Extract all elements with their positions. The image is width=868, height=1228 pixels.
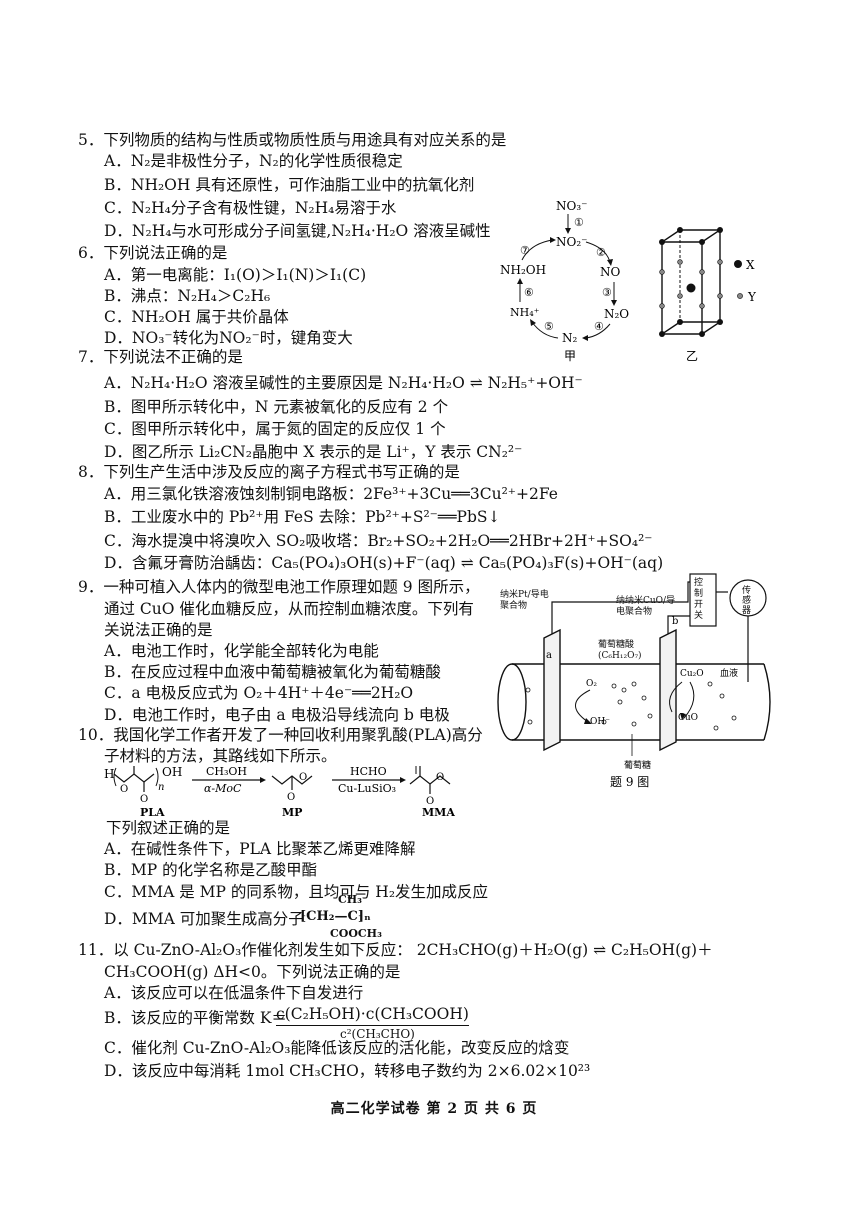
- label-cu2o: Cu₂O: [680, 669, 704, 679]
- q6-option-c: C．NH₂OH 属于共价晶体: [104, 308, 289, 326]
- step-1: ①: [574, 216, 584, 229]
- q11-stem-line2: CH₃COOH(g) ΔH<0。下列说法正确的是: [104, 963, 401, 981]
- reagent-hcho: HCHO: [350, 765, 387, 778]
- node-no3: NO₃⁻: [556, 199, 587, 213]
- polymer-ch3: CH₃: [338, 893, 362, 906]
- q9-option-b: B．在反应过程中血液中葡萄糖被氧化为葡萄糖酸: [104, 663, 441, 681]
- q10-option-d: D．MMA 可加聚生成高分子: [104, 910, 304, 928]
- crystal-cell-figure: X Y 乙: [659, 227, 757, 363]
- step-5: ⑤: [544, 320, 554, 333]
- q9-option-a: A．电池工作时，化学能全部转化为电能: [104, 642, 379, 660]
- node-n2o: N₂O: [604, 307, 629, 321]
- polymer-backbone: ⁅CH₂—C⁆ₙ: [300, 909, 371, 924]
- pla-n-label: n: [158, 782, 164, 793]
- q7-stem: 7．下列说法不正确的是: [78, 348, 243, 366]
- node-nh4: NH₄⁺: [510, 306, 540, 319]
- q11-option-b-numerator: c(C₂H₅OH)·c(CH₃COOH): [276, 1004, 469, 1026]
- q10-option-a: A．在碱性条件下，PLA 比聚苯乙烯更难降解: [104, 840, 416, 858]
- q6-stem: 6．下列说法正确的是: [78, 244, 228, 262]
- label-control-switch: 控制开关: [694, 578, 704, 621]
- q9-stem-line1: 9．一种可植入人体内的微型电池工作原理如题 9 图所示，: [78, 578, 480, 596]
- q8-option-c: C．海水提溴中将溴吹入 SO₂吸收塔：Br₂+SO₂+2H₂O══2HBr+2H…: [104, 532, 653, 550]
- q7-option-b: B．图甲所示转化中，N 元素被氧化的反应有 2 个: [104, 398, 449, 416]
- q11-option-a: A．该反应可以在低温条件下自发进行: [104, 984, 364, 1002]
- q7-option-a: A．N₂H₄·H₂O 溶液呈碱性的主要原因是 N₂H₄·H₂O ⇌ N₂H₅⁺+…: [104, 374, 583, 392]
- q5-option-a: A．N₂是非极性分子，N₂的化学性质很稳定: [104, 152, 403, 170]
- q11-option-b-prefix: B．该反应的平衡常数 K＝: [104, 1009, 287, 1027]
- label-gluconic-acid: 葡萄糖酸(C₆H₁₂O₇): [598, 640, 642, 661]
- step-3: ③: [602, 286, 612, 299]
- q6-option-d: D．NO₃⁻转化为NO₂⁻时，键角变大: [104, 329, 353, 347]
- q11-option-b-denominator: c²(CH₃CHO): [340, 1027, 415, 1041]
- pla-label: PLA: [140, 806, 165, 819]
- label-blood: 血液: [720, 667, 738, 679]
- node-n2: N₂: [562, 331, 578, 345]
- nitrogen-cycle-figure: NO₃⁻ ① NO₂⁻ NO N₂O N₂ NH₄⁺ NH₂OH ② ③ ④ ⑤…: [500, 199, 629, 363]
- q9-option-d: D．电池工作时，电子由 a 电极沿导线流向 b 电极: [104, 706, 450, 724]
- label-a: a: [546, 650, 552, 661]
- figure-yi-caption: 乙: [686, 349, 698, 363]
- legend-y: Y: [747, 290, 757, 304]
- mma-label: MMA: [422, 806, 455, 819]
- mp-o-label: O: [287, 792, 295, 803]
- q10-option-b: B．MP 的化学名称是乙酸甲酯: [104, 861, 318, 879]
- pla-o2-label: O: [140, 794, 148, 805]
- q7-option-d: D．图乙所示 Li₂CN₂晶胞中 X 表示的是 Li⁺，Y 表示 CN₂²⁻: [104, 443, 523, 461]
- step-4: ④: [594, 320, 604, 333]
- mp-label: MP: [282, 806, 302, 819]
- q7-option-c: C．图甲所示转化中，属于氮的固定的反应仅 1 个: [104, 420, 446, 438]
- polymer-cooch3: COOCH₃: [330, 927, 382, 940]
- catalyst-cu-lusio3: Cu-LuSiO₃: [338, 782, 396, 795]
- mma-o2-label: O: [436, 772, 444, 783]
- q5-option-d: D．N₂H₄与水可形成分子间氢键,N₂H₄·H₂O 溶液呈碱性: [104, 222, 491, 240]
- q6-option-a: A．第一电离能：I₁(O)＞I₁(N)＞I₁(C): [104, 266, 367, 284]
- label-cuo: CuO: [678, 713, 698, 723]
- label-sensor: 传感器: [742, 586, 752, 616]
- q5-option-c: C．N₂H₄分子含有极性键，N₂H₄易溶于水: [104, 199, 397, 217]
- step-6: ⑥: [524, 286, 534, 299]
- q8-stem: 8．下列生产生活中涉及反应的离子方程式书写正确的是: [78, 463, 460, 481]
- label-b: b: [672, 616, 678, 627]
- figure-jia-caption: 甲: [564, 349, 576, 363]
- pla-o-label: O: [120, 784, 128, 795]
- q8-option-d: D．含氟牙膏防治龋齿：Ca₅(PO₄)₃OH(s)+F⁻(aq) ⇌ Ca₅(P…: [104, 554, 664, 572]
- q11-stem-line1: 11．以 Cu-ZnO-Al₂O₃作催化剂发生如下反应： 2CH₃CHO(g)＋…: [78, 941, 713, 959]
- catalyst-moc: α-MoC: [204, 782, 242, 795]
- label-o2: O₂: [586, 679, 597, 689]
- q8-option-b: B．工业废水中的 Pb²⁺用 FeS 去除：Pb²⁺+S²⁻══PbS↓: [104, 508, 501, 526]
- label-glucose: 葡萄糖: [624, 759, 651, 771]
- pla-oh-label: OH: [162, 765, 182, 779]
- step-2: ②: [596, 246, 606, 259]
- q10-stem-line1: 10．我国化学工作者开发了一种回收利用聚乳酸(PLA)高分: [78, 726, 483, 744]
- node-no: NO: [600, 265, 621, 279]
- pla-recycling-route: H O O n OH PLA CH₃OH α-MoC O O MP HCHO C…: [104, 765, 455, 819]
- mp-o2-label: O: [299, 772, 307, 783]
- label-oh: OH⁻: [590, 717, 610, 727]
- page-footer: 高二化学试卷 第 2 页 共 6 页: [330, 1101, 538, 1117]
- q6-option-b: B．沸点：N₂H₄＞C₂H₆: [104, 287, 271, 305]
- node-no2: NO₂⁻: [556, 235, 587, 249]
- q8-option-a: A．用三氯化铁溶液蚀刻制铜电路板：2Fe³⁺+3Cu══3Cu²⁺+2Fe: [104, 485, 558, 503]
- implanted-battery-figure: a b O₂ OH⁻ Cu₂O CuO 葡萄糖 血液 题 9 图: [497, 573, 771, 789]
- pla-h-label: H: [104, 767, 114, 781]
- q10-stem-line3: 下列叙述正确的是: [106, 819, 231, 837]
- q5-stem: 5．下列物质的结构与性质或物质性质与用途具有对应关系的是: [78, 131, 507, 149]
- q10-stem-line2: 子材料的方法，其路线如下所示。: [104, 747, 337, 765]
- label-a-electrode: 纳米Pt/导电聚合物: [500, 590, 549, 611]
- q9-stem-line2: 通过 CuO 催化血糖反应，从而控制血糖浓度。下列有: [104, 600, 474, 618]
- label-b-electrode: 纳纳米CuO/导电聚合物: [616, 596, 676, 617]
- reagent-ch3oh: CH₃OH: [206, 765, 247, 778]
- q11-option-c: C．催化剂 Cu-ZnO-Al₂O₃能降低该反应的活化能，改变反应的焓变: [104, 1039, 570, 1057]
- step-7: ⑦: [520, 244, 530, 257]
- mma-o-label: O: [426, 796, 434, 807]
- q10-option-c: C．MMA 是 MP 的同系物，且均可与 H₂发生加成反应: [104, 883, 489, 901]
- q5-option-b: B．NH₂OH 具有还原性，可作油脂工业中的抗氧化剂: [104, 176, 475, 194]
- q11-option-d: D．该反应中每消耗 1mol CH₃CHO，转移电子数约为 2×6.02×10²…: [104, 1062, 591, 1080]
- node-nh2oh: NH₂OH: [500, 263, 546, 277]
- legend-x: X: [746, 258, 755, 272]
- figure-9-caption: 题 9 图: [610, 775, 649, 789]
- q9-stem-line3: 关说法正确的是: [104, 621, 213, 639]
- q9-option-c: C．a 电极反应式为 O₂＋4H⁺＋4e⁻══2H₂O: [104, 684, 414, 702]
